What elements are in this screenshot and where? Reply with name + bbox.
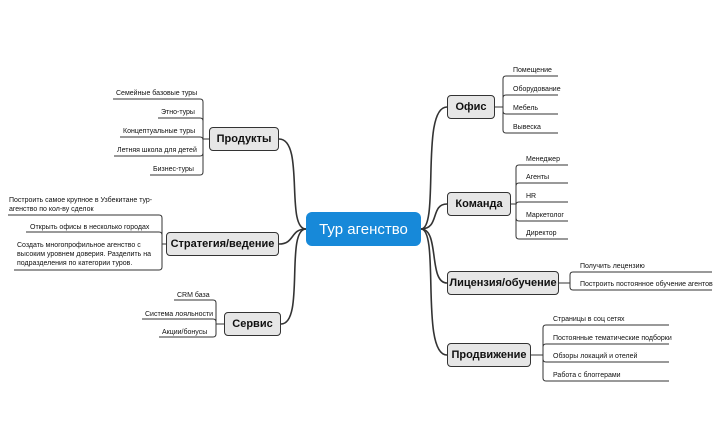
branch-team-3 bbox=[515, 201, 568, 206]
leaf-service-2[interactable]: Система лояльности bbox=[145, 311, 214, 318]
branch-products-1 bbox=[113, 98, 204, 139]
branch-strategy-1 bbox=[8, 214, 163, 244]
branch-office-2 bbox=[502, 94, 558, 107]
link-central-team bbox=[420, 203, 448, 230]
topic-products[interactable]: Продукты bbox=[209, 127, 279, 151]
branch-products-5 bbox=[150, 139, 204, 176]
leaf-service-3[interactable]: Акции/бонусы bbox=[162, 329, 208, 336]
branch-license-1 bbox=[569, 271, 712, 283]
leaf-promo-4[interactable]: Работа с блоггерами bbox=[553, 372, 621, 379]
central-topic[interactable]: Тур агенство bbox=[306, 212, 421, 246]
leaf-team-5[interactable]: Директор bbox=[526, 230, 557, 237]
branch-team-5 bbox=[515, 204, 568, 240]
leaf-team-3[interactable]: HR bbox=[526, 193, 537, 200]
branch-promo-4 bbox=[542, 355, 669, 382]
branch-promo-2 bbox=[542, 343, 669, 355]
leaf-strategy-1[interactable]: Построить самое крупное в Узбекитане тур… bbox=[9, 197, 153, 213]
branch-service-3 bbox=[159, 324, 217, 338]
branch-service-1 bbox=[174, 299, 217, 324]
link-central-office bbox=[420, 106, 448, 230]
branch-strategy-3 bbox=[14, 244, 163, 271]
leaf-strategy-2[interactable]: Открыть офисы в несколько городах bbox=[30, 224, 150, 231]
branch-promo-1 bbox=[542, 324, 669, 355]
leaf-promo-3[interactable]: Обзоры локаций и отелей bbox=[553, 353, 638, 360]
leaf-products-4[interactable]: Летняя школа для детей bbox=[117, 147, 197, 154]
link-central-products bbox=[278, 138, 307, 230]
leaf-products-1[interactable]: Семейные базовые туры bbox=[116, 90, 198, 97]
topic-team[interactable]: Команда bbox=[447, 192, 511, 216]
link-central-license bbox=[420, 228, 448, 284]
leaf-office-2[interactable]: Оборудование bbox=[513, 86, 561, 93]
leaf-products-3[interactable]: Концептуальные туры bbox=[123, 128, 196, 135]
leaf-service-1[interactable]: CRM база bbox=[177, 292, 210, 299]
branch-office-1 bbox=[502, 75, 558, 107]
leaf-promo-1[interactable]: Страницы в соц сетях bbox=[553, 316, 625, 323]
leaf-license-1[interactable]: Получить лецензию bbox=[580, 263, 645, 270]
topic-office[interactable]: Офис bbox=[447, 95, 495, 119]
topic-strategy[interactable]: Стратегия/ведение bbox=[166, 232, 279, 256]
leaf-products-2[interactable]: Этно-туры bbox=[161, 109, 195, 116]
branch-service-2 bbox=[142, 318, 217, 324]
leaf-team-1[interactable]: Менеджер bbox=[526, 156, 560, 163]
leaf-office-4[interactable]: Вывеска bbox=[513, 124, 541, 131]
link-central-promotion bbox=[420, 228, 448, 356]
link-central-service bbox=[280, 228, 307, 325]
branch-team-1 bbox=[515, 164, 568, 204]
leaf-strategy-3[interactable]: Создать многопрофильное агенство с высок… bbox=[17, 242, 151, 267]
branch-office-4 bbox=[502, 107, 558, 134]
leaf-license-2[interactable]: Построить постоянное обучение агентов bbox=[580, 281, 713, 288]
leaf-products-5[interactable]: Бизнес-туры bbox=[153, 166, 194, 173]
topic-service[interactable]: Сервис bbox=[224, 312, 281, 336]
leaf-promo-2[interactable]: Постоянные тематические подборки bbox=[553, 335, 672, 342]
branch-products-3 bbox=[120, 136, 204, 141]
leaf-team-2[interactable]: Агенты bbox=[526, 174, 550, 181]
leaf-office-3[interactable]: Мебель bbox=[513, 105, 539, 112]
branch-team-2 bbox=[515, 182, 568, 204]
topic-license[interactable]: Лицензия/обучение bbox=[447, 271, 559, 295]
leaf-team-4[interactable]: Маркетолог bbox=[526, 212, 564, 219]
topic-promotion[interactable]: Продвижение bbox=[447, 343, 531, 367]
leaf-office-1[interactable]: Помещение bbox=[513, 67, 552, 74]
branch-strategy-2 bbox=[26, 231, 163, 244]
branch-license-2 bbox=[569, 283, 712, 291]
branch-products-2 bbox=[158, 117, 204, 139]
